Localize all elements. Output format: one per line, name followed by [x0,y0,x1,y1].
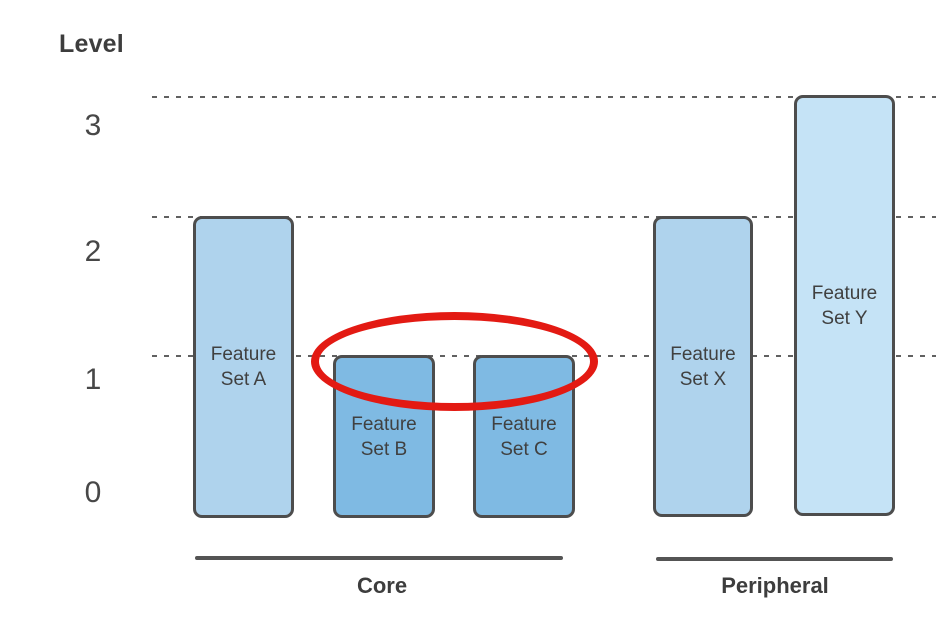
y-tick-3: 3 [84,109,102,142]
y-tick-0: 0 [84,476,102,509]
y-tick-2: 2 [84,235,102,268]
group-label-peripheral: Peripheral [721,573,829,598]
red-highlight-ellipse [311,312,598,411]
gridline-level-3 [152,96,936,98]
bar-feature-set-b-label: Feature Set B [351,413,417,460]
bar-feature-set-c-label: Feature Set C [491,413,557,460]
bar-feature-set-y: Feature Set Y [794,95,895,516]
group-underline-peripheral [656,557,893,561]
y-tick-1: 1 [84,363,102,396]
group-label-core: Core [356,573,408,598]
y-axis-title: Level [59,30,124,58]
bar-feature-set-y-label: Feature Set Y [811,282,878,329]
bar-feature-set-a-label: Feature Set A [210,344,277,390]
bar-feature-set-x-label: Feature Set X [670,343,736,390]
group-underline-core [195,556,563,560]
bar-feature-set-x: Feature Set X [653,216,753,517]
bar-feature-set-a: Feature Set A [193,216,294,518]
gridline-level-2 [152,216,936,218]
